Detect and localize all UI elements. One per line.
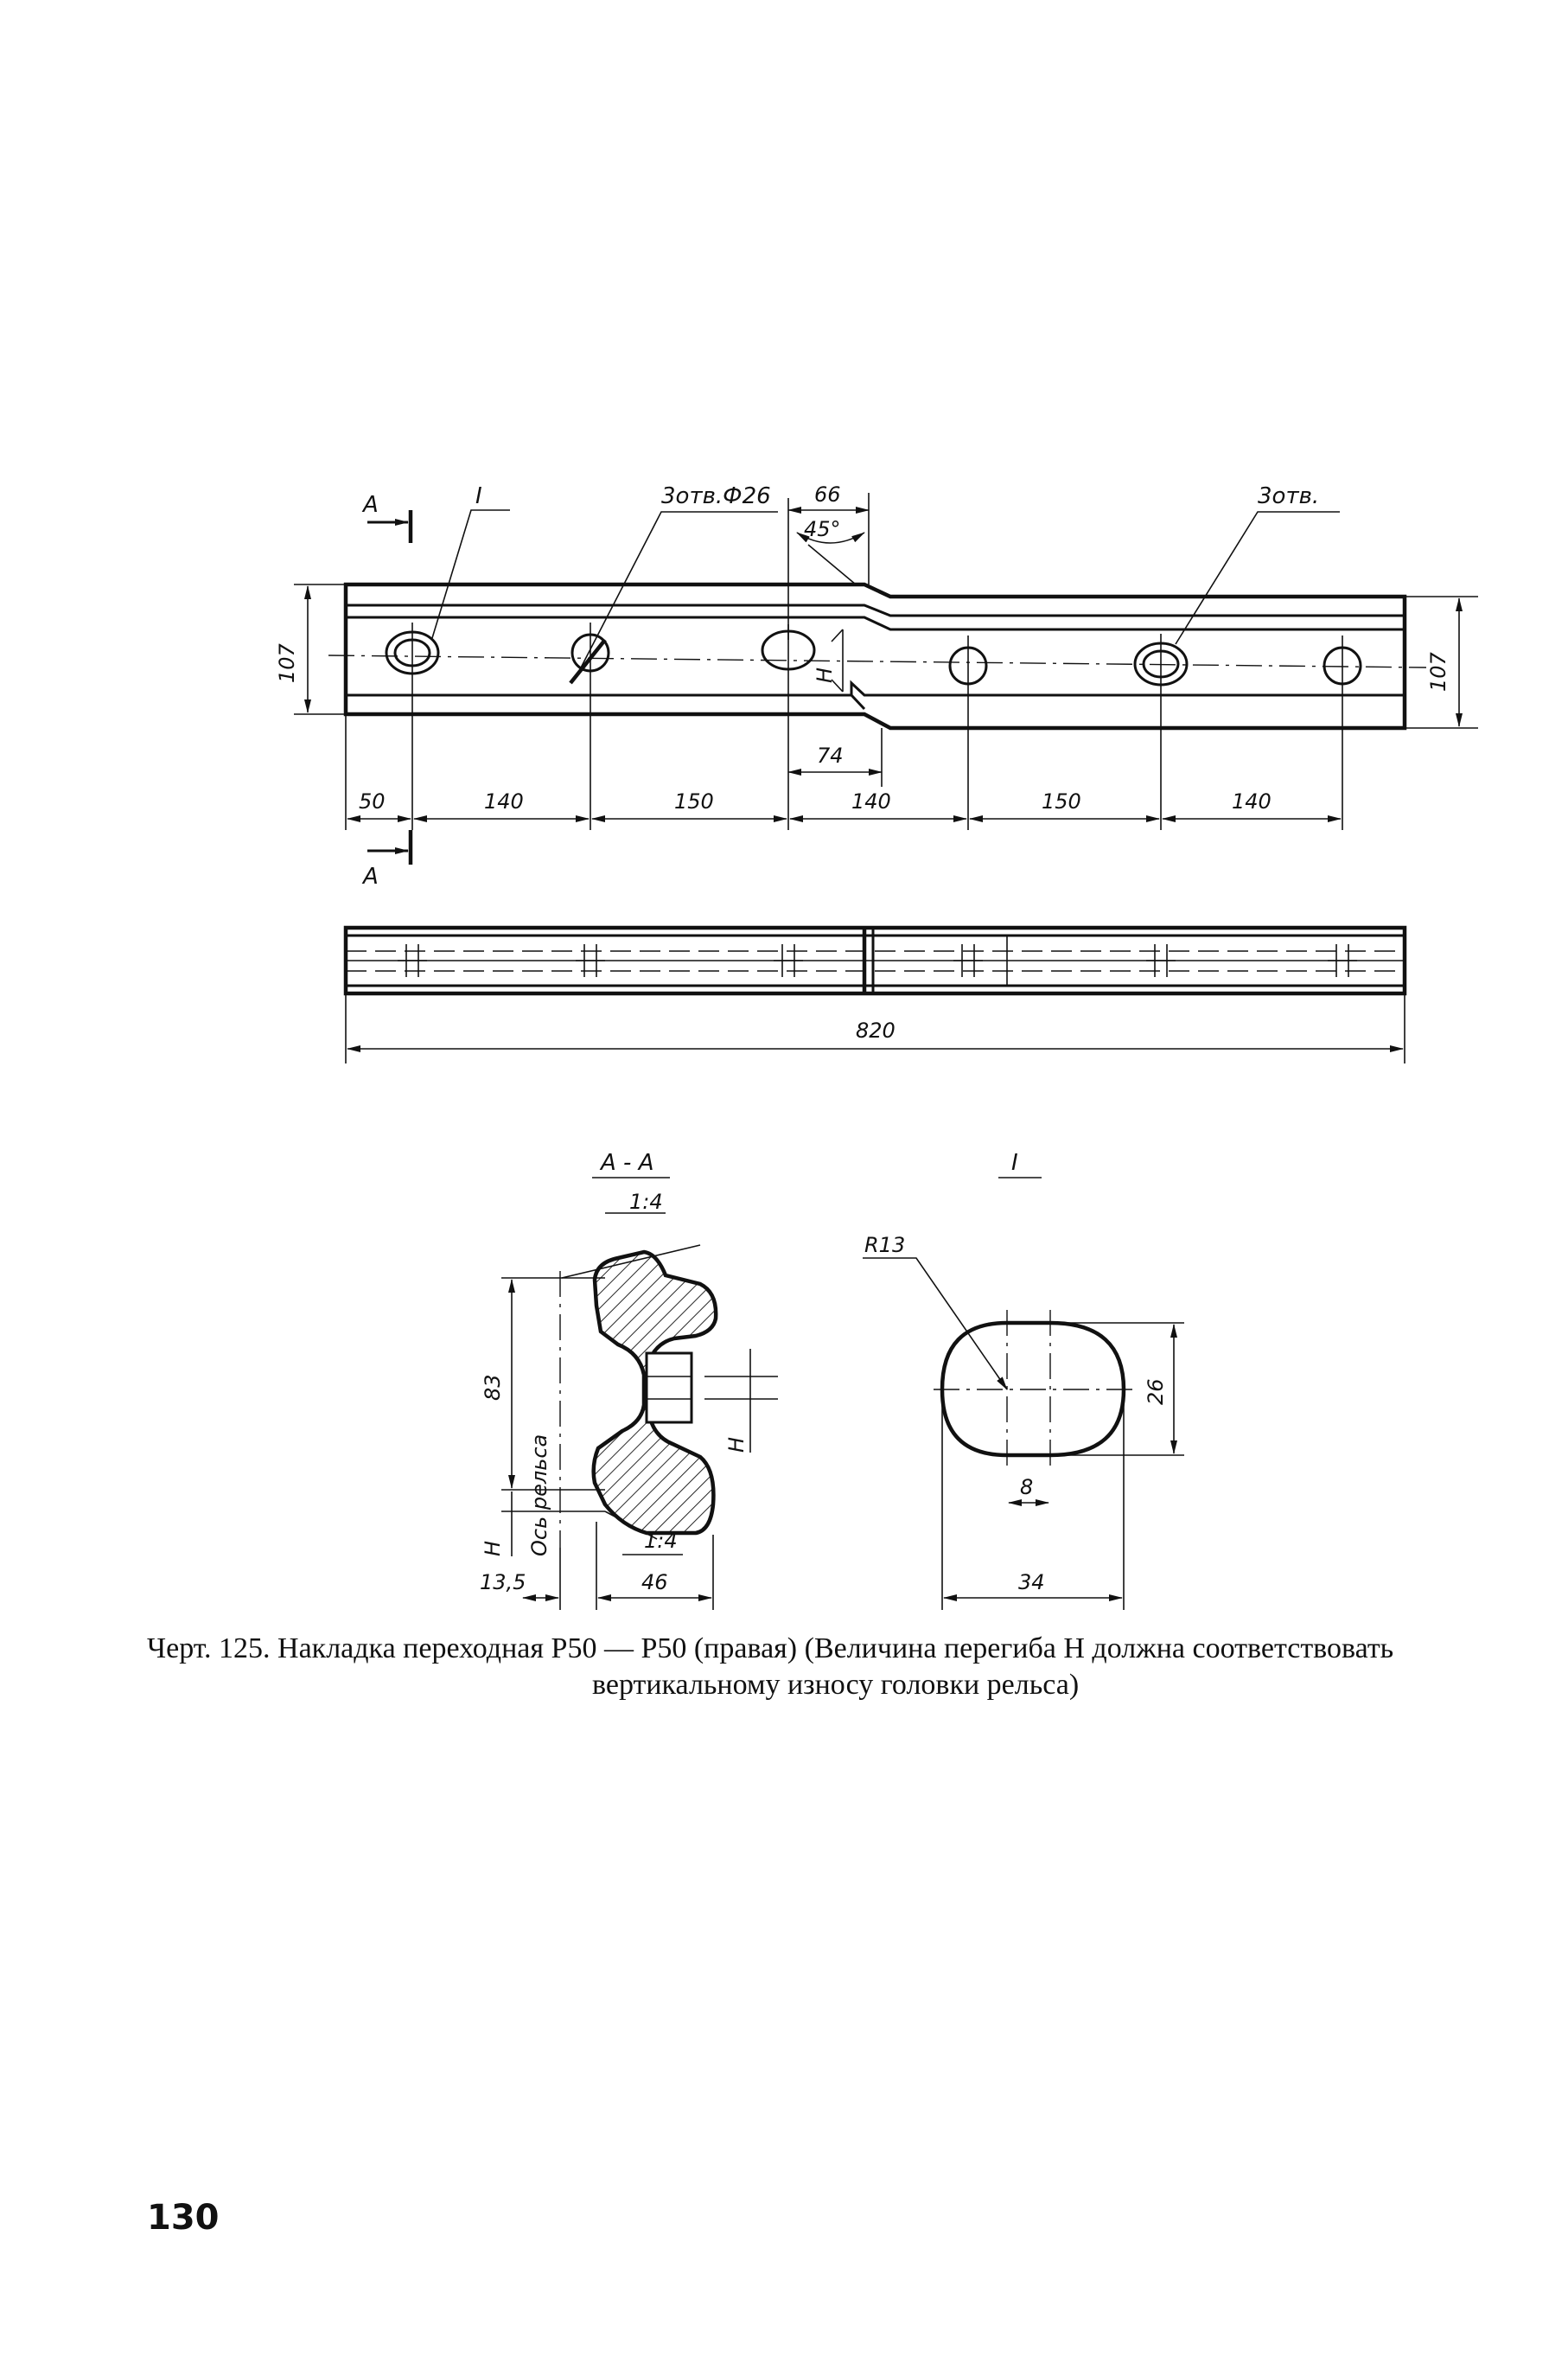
round-hole-2 (948, 636, 988, 696)
section-mark-bottom-label: А (361, 864, 379, 890)
dim-74: 74 (787, 728, 883, 787)
dim-8-value: 8 (1020, 1475, 1033, 1499)
slope-top-label: 1:4 (629, 1190, 663, 1214)
bend-H: H (813, 629, 844, 693)
front-view: А А I 3отв.Ф26 3отв. 66 (275, 482, 1478, 890)
round-hole-3 (1323, 636, 1362, 696)
bar-upper-groove (346, 604, 1405, 617)
section-title: А - А (599, 1150, 653, 1176)
round-holes-leader: 3отв.Ф26 (569, 483, 778, 685)
section-mark-bottom: А (361, 830, 413, 890)
slope-bottom-label: 1:4 (644, 1529, 678, 1553)
dim-row: 50 140 150 140 150 140 (345, 678, 1343, 830)
detail-I: I R13 26 8 34 (863, 1150, 1184, 1610)
round-hole-1 (570, 623, 610, 683)
bar-lower-groove (346, 693, 866, 711)
figure-caption-line-1: Черт. 125. Накладка переходная Р50 — Р50… (147, 1632, 1394, 1664)
dim-50-value: 50 (359, 789, 386, 814)
top-view-bolt-marks (398, 944, 1357, 977)
figure-caption: Черт. 125. Накладка переходная Р50 — Р50… (147, 1631, 1565, 1703)
dim-34-value: 34 (1018, 1570, 1045, 1594)
angle-45-value: 45° (804, 517, 841, 541)
dim-13-5-value: 13,5 (480, 1570, 526, 1594)
figure-caption-line-2: вертикальному износу головки рельса) (592, 1669, 1080, 1701)
bar-upper-groove-2 (346, 616, 1405, 631)
radius-label: R13 (864, 1233, 905, 1257)
dim-140b-value: 140 (851, 789, 891, 814)
rail-axis-label: Ось рельса (527, 1434, 551, 1556)
dim-26-value: 26 (1144, 1378, 1168, 1405)
detail-leader: I (431, 483, 510, 639)
dim-H-right-value: H (724, 1437, 749, 1453)
page-number: 130 (147, 2198, 220, 2238)
dim-140c-value: 140 (1232, 789, 1272, 814)
bend-H-label: H (813, 667, 837, 683)
dim-150a-value: 150 (674, 789, 714, 814)
top-view: 820 (343, 925, 1407, 1063)
dim-83-value: 83 (481, 1374, 505, 1401)
dim-74-value: 74 (817, 744, 844, 768)
hole-axis-line (328, 655, 1427, 668)
section-mark-top-label: А (361, 492, 379, 518)
round-holes-leader-label: 3отв.Ф26 (661, 483, 771, 509)
oval-hole-3 (1133, 634, 1189, 694)
dim-107-left-value: 107 (275, 642, 299, 683)
angle-45: 45° (796, 517, 865, 585)
section-a-a: А - А 1:4 83 H Ось рельса 1:4 H (480, 1150, 778, 1610)
dim-150b-value: 150 (1042, 789, 1081, 814)
oval-holes-leader-label: 3отв. (1258, 483, 1319, 509)
dim-820: 820 (345, 993, 1405, 1063)
dim-66-value: 66 (814, 482, 841, 507)
section-mark-top: А (361, 492, 413, 543)
dim-66: 66 (787, 482, 870, 640)
dim-107-left: 107 (275, 584, 346, 715)
oval-holes-leader: 3отв. (1175, 483, 1340, 645)
dim-107-right-value: 107 (1426, 651, 1450, 692)
detail-leader-label: I (475, 483, 482, 509)
dim-140a-value: 140 (484, 789, 524, 814)
dim-H-left-value: H (481, 1541, 505, 1556)
section-profile (591, 1249, 718, 1536)
bar-lower-groove-2 (850, 680, 1405, 697)
oval-hole-1 (385, 623, 440, 683)
dim-107-right: 107 (1405, 596, 1478, 729)
dim-46-value: 46 (641, 1570, 668, 1594)
detail-title: I (1011, 1150, 1018, 1176)
dim-820-value: 820 (856, 1019, 896, 1043)
